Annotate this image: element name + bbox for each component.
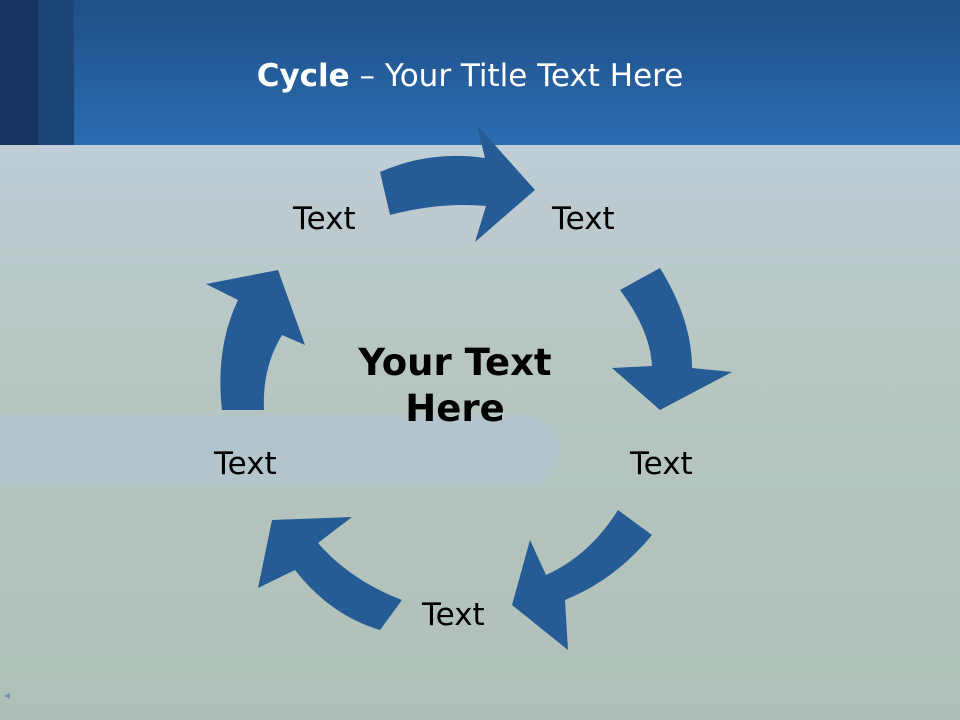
cycle-arrow-3[interactable] xyxy=(512,510,652,650)
cycle-arrow-1[interactable] xyxy=(380,125,535,242)
cycle-label-3[interactable]: Text xyxy=(630,446,693,482)
title-bold: Cycle xyxy=(256,58,350,94)
cycle-label-1[interactable]: Text xyxy=(293,201,356,237)
aerial-background-image xyxy=(0,145,960,720)
corner-marker-icon: ◂ xyxy=(4,688,11,702)
title-rest: – Your Title Text Here xyxy=(349,58,684,94)
cycle-label-2[interactable]: Text xyxy=(552,201,615,237)
header-accent-block xyxy=(0,0,38,145)
cycle-arrow-2[interactable] xyxy=(612,268,732,410)
cycle-label-4[interactable]: Text xyxy=(422,597,485,633)
center-text-line-1: Your Text xyxy=(358,341,552,384)
header-bar: Cycle – Your Title Text Here xyxy=(0,0,960,145)
header-accent-block-2 xyxy=(38,0,74,145)
center-text-line-2: Here xyxy=(405,387,505,430)
cycle-arrow-4[interactable] xyxy=(258,517,402,630)
cycle-arrow-5[interactable] xyxy=(206,270,305,410)
slide-title[interactable]: Cycle – Your Title Text Here xyxy=(0,56,940,96)
lake-shape xyxy=(0,415,560,485)
background-overlay xyxy=(0,145,960,720)
center-text[interactable]: Your Text Here xyxy=(340,340,570,432)
cycle-label-5[interactable]: Text xyxy=(214,446,277,482)
